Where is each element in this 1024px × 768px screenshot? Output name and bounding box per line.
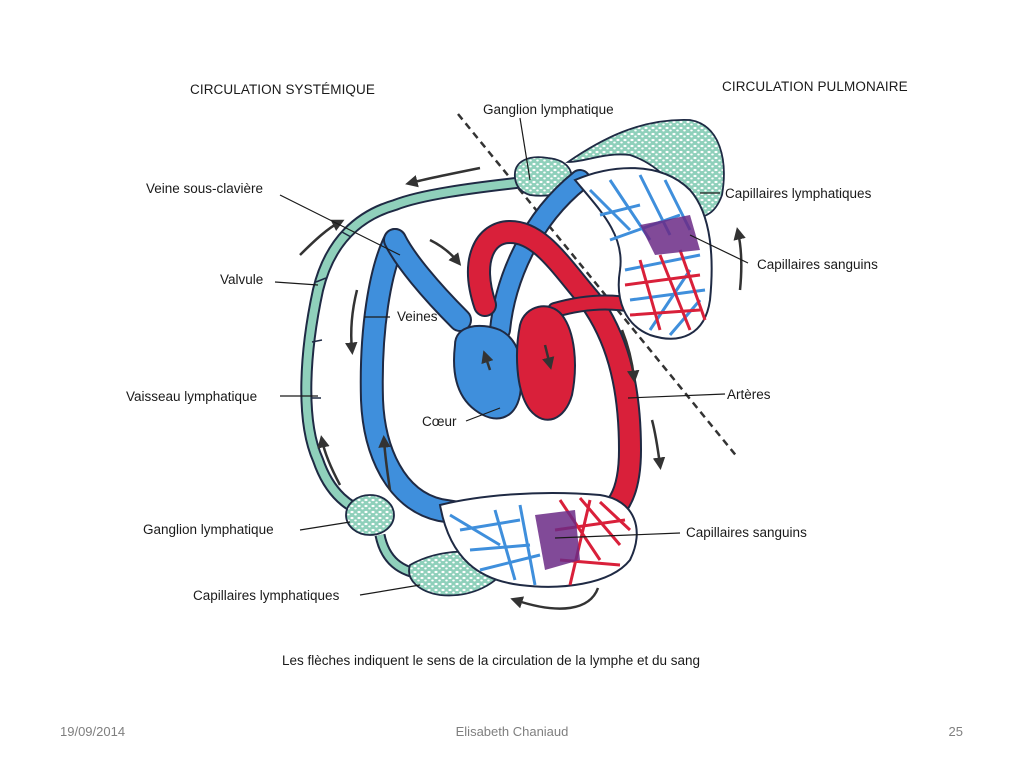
- pulmonary-capillaries: [573, 167, 713, 340]
- heart-left-side: [516, 305, 576, 421]
- diagram-caption: Les flèches indiquent le sens de la circ…: [282, 653, 700, 668]
- label-arteres: Artères: [727, 387, 771, 402]
- arrow-lymph-pulmonary: [733, 227, 746, 291]
- title-systemic: CIRCULATION SYSTÉMIQUE: [190, 82, 375, 97]
- label-valvule: Valvule: [220, 272, 263, 287]
- footer-date: 19/09/2014: [60, 724, 126, 739]
- footer-author: Elisabeth Chaniaud: [455, 724, 569, 739]
- arrow-vein-down: [345, 289, 359, 355]
- label-capillaires-lymph-top: Capillaires lymphatiques: [725, 186, 872, 201]
- arrow-vena-cava: [429, 238, 462, 266]
- label-capillaires-sanguins-top: Capillaires sanguins: [757, 257, 878, 272]
- systemic-mixed-zone: [535, 510, 580, 570]
- label-capillaires-sanguins-bottom: Capillaires sanguins: [686, 525, 807, 540]
- leader-lines: [274, 117, 749, 596]
- pulmonary-artery: [491, 171, 589, 339]
- label-capillaires-lymph-bottom: Capillaires lymphatiques: [193, 588, 340, 603]
- ganglion-bottom-node: [345, 494, 395, 536]
- arrow-artery-down: [620, 329, 640, 383]
- footer-page-number: 25: [948, 724, 963, 739]
- label-coeur: Cœur: [422, 414, 457, 429]
- pulmonary-mixed-zone: [640, 215, 700, 255]
- arrow-lymph-top: [405, 166, 481, 188]
- arrow-artery-lower: [650, 419, 666, 470]
- label-veine-sous-claviere: Veine sous-clavière: [146, 181, 263, 196]
- arrow-lymph-bottom: [510, 587, 600, 610]
- dashed-divider-line: [457, 113, 739, 459]
- label-ganglion-top: Ganglion lymphatique: [483, 102, 614, 117]
- arrow-vein-up: [378, 435, 392, 491]
- label-ganglion-bottom: Ganglion lymphatique: [143, 522, 274, 537]
- label-veines: Veines: [397, 309, 438, 324]
- systemic-capillaries: [438, 492, 638, 588]
- lymphatic-system: [300, 119, 725, 597]
- arrow-lymph-left-lower: [317, 435, 342, 486]
- heart-right-side: [453, 324, 523, 420]
- valve-marks: [311, 231, 352, 399]
- label-vaisseau-lymphatique: Vaisseau lymphatique: [126, 389, 257, 404]
- title-pulmonary: CIRCULATION PULMONAIRE: [722, 79, 908, 94]
- lymph-vessel: [302, 178, 529, 519]
